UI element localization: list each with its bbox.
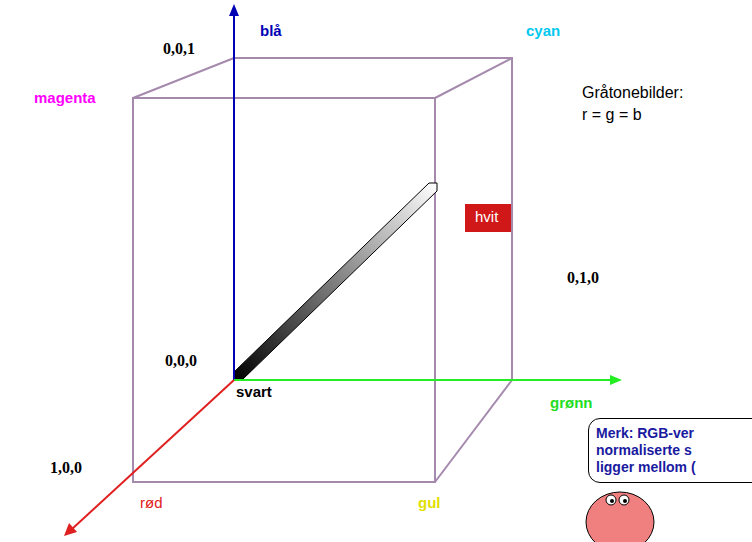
callout-box: Merk: RGB-ver normaliserte s ligger mell…: [588, 418, 752, 483]
corner-name: magenta: [34, 89, 96, 106]
axis-name: rød: [140, 494, 163, 511]
coordinate: 0,1,0: [567, 269, 599, 287]
axis-name: grønn: [550, 394, 593, 411]
corner-name: cyan: [526, 22, 560, 39]
color-label-box: hvit: [465, 204, 511, 232]
axes: [64, 4, 622, 536]
note: r = g = b: [582, 106, 642, 124]
axis-name: blå: [260, 22, 282, 39]
box-text: hvit: [475, 208, 501, 226]
coordinate: 1,0,0: [50, 459, 82, 477]
note: Gråtonebilder:: [582, 84, 683, 102]
corner-name: gul: [418, 494, 441, 511]
coordinate: 0,0,1: [163, 40, 195, 58]
coordinate: 0,0,0: [165, 352, 197, 370]
cube-edges: [133, 58, 512, 482]
cartoon-figure: [586, 492, 654, 542]
grey-diagonal: [234, 183, 437, 380]
box-text: Merk: RGB-ver normaliserte s ligger mell…: [596, 425, 718, 475]
corner-name: svart: [236, 383, 272, 400]
